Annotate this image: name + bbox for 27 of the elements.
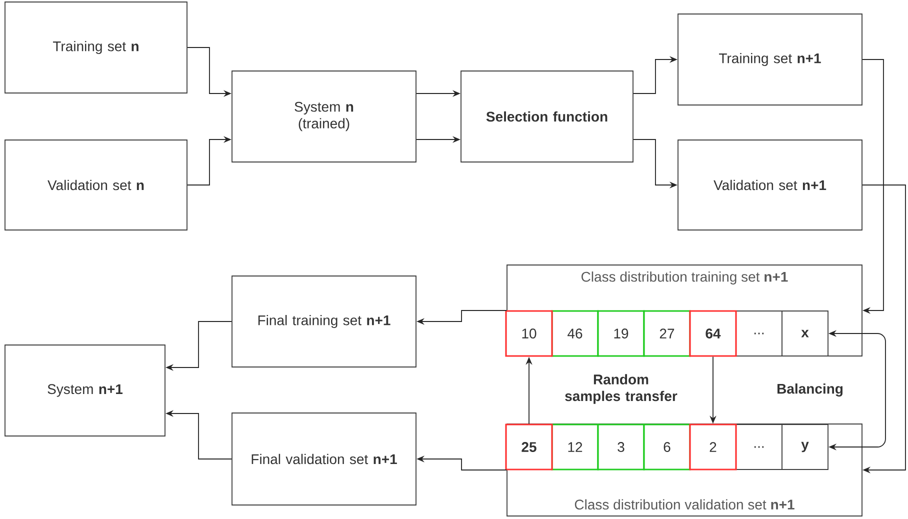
count-cell: y — [782, 424, 828, 470]
count-cell: x — [782, 310, 828, 356]
count-cell: 19 — [597, 310, 645, 357]
process-box: Final training set n+1 — [232, 276, 416, 368]
arrow — [862, 59, 884, 314]
process-box: System n (trained) — [232, 70, 416, 162]
process-box: Training set n — [4, 2, 188, 94]
process-box: System n+1 — [4, 344, 166, 436]
annotation-text: Random samples transfer — [565, 374, 678, 404]
process-box: Validation set n — [4, 140, 188, 230]
count-cell: 46 — [551, 310, 599, 357]
count-cell: 3 — [597, 424, 645, 470]
count-cell: 6 — [643, 424, 691, 470]
arrow — [862, 184, 906, 474]
count-cell: ... — [736, 310, 782, 356]
process-box: Training set n+1 — [678, 14, 862, 106]
process-box: Final validation set n+1 — [232, 412, 416, 506]
count-cell: 2 — [689, 424, 737, 470]
count-cell: ... — [736, 424, 782, 470]
count-cell: 64 — [689, 310, 737, 357]
count-cell: 12 — [551, 424, 599, 470]
count-cell: 25 — [505, 424, 553, 470]
annotation-text: Balancing — [778, 383, 843, 397]
process-box: Validation set n+1 — [678, 140, 862, 230]
count-cell: 27 — [643, 310, 691, 357]
process-box: Selection function — [460, 70, 634, 162]
count-cell: 10 — [505, 310, 553, 357]
